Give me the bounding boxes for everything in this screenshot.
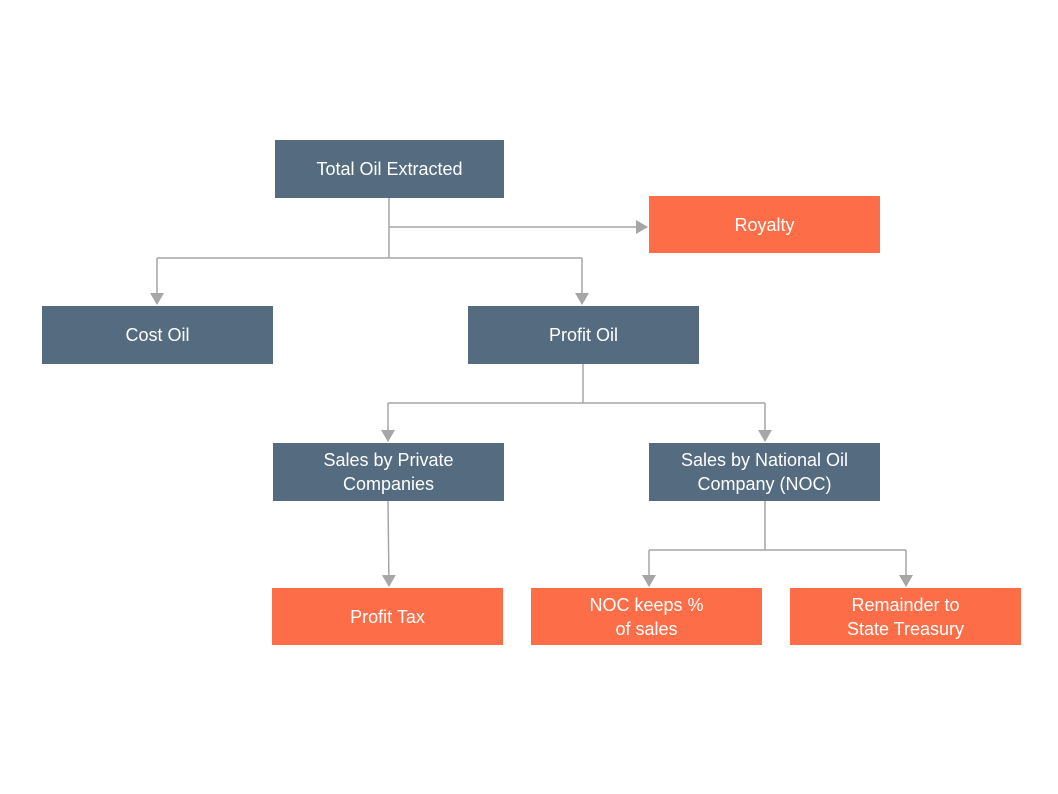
- node-total-oil-extracted: Total Oil Extracted: [275, 140, 504, 198]
- node-profit-tax: Profit Tax: [272, 588, 503, 645]
- node-sales-by-noc: Sales by National Oil Company (NOC): [649, 443, 880, 501]
- node-noc-keeps-percent: NOC keeps % of sales: [531, 588, 762, 645]
- node-sales-by-private-companies: Sales by Private Companies: [273, 443, 504, 501]
- node-cost-oil: Cost Oil: [42, 306, 273, 364]
- node-profit-oil: Profit Oil: [468, 306, 699, 364]
- node-royalty: Royalty: [649, 196, 880, 253]
- connector-to-profit-tax: [381, 500, 396, 587]
- node-remainder-to-state-treasury: Remainder to State Treasury: [790, 588, 1021, 645]
